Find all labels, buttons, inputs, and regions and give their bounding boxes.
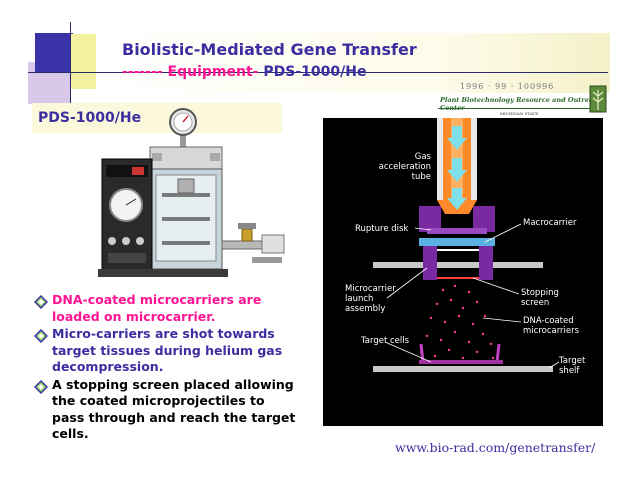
- bullet-3-line-2: the coated microprojectiles to: [52, 393, 265, 408]
- gas-flow-arrows: [447, 126, 467, 210]
- logo-rule: [438, 108, 603, 109]
- label-macrocarrier: Macrocarrier: [523, 218, 577, 228]
- vacuum-chamber: [149, 146, 223, 270]
- rupture-disk-holder-right: [473, 206, 495, 232]
- slide-title: Biolistic-Mediated Gene Transfer: [122, 40, 417, 59]
- rupture-disk: [427, 228, 487, 234]
- label-dna-coated: DNA-coated microcarriers: [523, 316, 579, 336]
- launch-platform: [373, 262, 543, 268]
- slide-subtitle: ------- Equipment- PDS-1000/He: [122, 64, 366, 80]
- bullet-item-1: DNA-coated microcarriers are loaded on m…: [32, 292, 332, 325]
- label-target-cells: Target cells: [361, 336, 410, 346]
- target-cells-layer: [419, 360, 503, 364]
- diamond-bullet-icon: [34, 379, 48, 394]
- deco-square-blue: [35, 33, 73, 73]
- biolistic-diagram: Gas acceleration tube Rupture disk Macro…: [323, 118, 603, 426]
- pbroc-logo: 1996 · 99 · 100996 Plant Biotechnology R…: [430, 82, 610, 122]
- label-shelf-2: shelf: [559, 366, 580, 376]
- control-unit: [101, 158, 153, 272]
- device-label: PDS-1000/He: [38, 110, 142, 126]
- label-launch-2: launch: [345, 294, 374, 304]
- bullet-3-line-3: pass through and reach the target: [52, 409, 296, 425]
- target-dish: [419, 343, 501, 364]
- diamond-bullet-icon: [34, 329, 48, 343]
- label-rupture-disk: Rupture disk: [355, 224, 409, 234]
- diagram-illustration: [373, 118, 560, 372]
- deco-hline: [28, 72, 608, 73]
- bullet-2-line-3: decompression.: [52, 359, 164, 374]
- label-launch-3: assembly: [345, 304, 386, 314]
- dna-coated-particles: [419, 284, 495, 360]
- diamond-bullet-icon: [34, 295, 48, 309]
- bullet-1-line-2: loaded on microcarrier.: [52, 308, 216, 324]
- pressure-gauge-icon: [169, 108, 197, 149]
- plant-logo-icon: [589, 85, 607, 113]
- label-stopping-screen: Stopping screen: [521, 288, 559, 308]
- label-dna-1: DNA-coated: [523, 316, 574, 326]
- label-launch-assembly: Microcarrier launch assembly: [345, 284, 396, 314]
- logo-line1: 1996 · 99 · 100996: [460, 82, 555, 91]
- helium-valve-icon: [221, 223, 285, 263]
- rupture-disk-holder-left: [419, 206, 441, 232]
- target-shelf: [373, 366, 553, 372]
- source-url: www.bio-rad.com/genetransfer/: [395, 440, 596, 455]
- label-gas-tube-1: Gas: [414, 152, 431, 162]
- bullet-1-line-1: DNA-coated microcarriers are: [52, 292, 262, 307]
- bullet-list: DNA-coated microcarriers are loaded on m…: [32, 292, 332, 444]
- bullet-2-line-1: Micro-carriers are shot towards: [52, 326, 275, 341]
- subtitle-model: PDS-1000/He: [258, 64, 367, 80]
- label-launch-1: Microcarrier: [345, 284, 396, 294]
- bullet-2-line-2: target tissues during helium gas: [52, 342, 283, 358]
- label-shelf-1: Target: [559, 356, 586, 366]
- macrocarrier-holder: [419, 238, 495, 246]
- header-band: [98, 33, 610, 93]
- launch-assembly-right: [479, 246, 493, 280]
- subtitle-dashes: -------: [122, 64, 163, 80]
- label-gas-tube-2: acceleration: [378, 162, 431, 172]
- label-target-shelf: Target shelf: [559, 356, 585, 376]
- device-base: [98, 269, 228, 277]
- logo-line2: Plant Biotechnology Resource and Outreac…: [440, 96, 602, 112]
- device-label-band: [32, 103, 282, 133]
- subtitle-equipment: Equipment-: [162, 64, 259, 80]
- logo-line3: MICHIGAN STATE: [500, 111, 539, 116]
- deco-vline: [70, 22, 71, 112]
- pds-1000-device-photo: [98, 108, 285, 277]
- label-gas-tube-3: tube: [411, 172, 431, 182]
- label-gas-tube: Gas acceleration tube: [371, 152, 431, 182]
- bullet-3-line-4: cells.: [52, 426, 89, 441]
- bullet-item-3: A stopping screen placed allowing the co…: [32, 377, 332, 443]
- bullet-3-line-1: A stopping screen placed allowing: [52, 376, 294, 392]
- deco-square-yellow: [70, 34, 96, 89]
- bullet-item-2: Micro-carriers are shot towards target t…: [32, 326, 332, 376]
- launch-assembly-left: [423, 246, 437, 280]
- label-leader-lines: [384, 223, 560, 369]
- label-stopping-1: Stopping: [521, 288, 559, 298]
- label-stopping-2: screen: [521, 298, 550, 308]
- label-dna-2: microcarriers: [523, 326, 580, 336]
